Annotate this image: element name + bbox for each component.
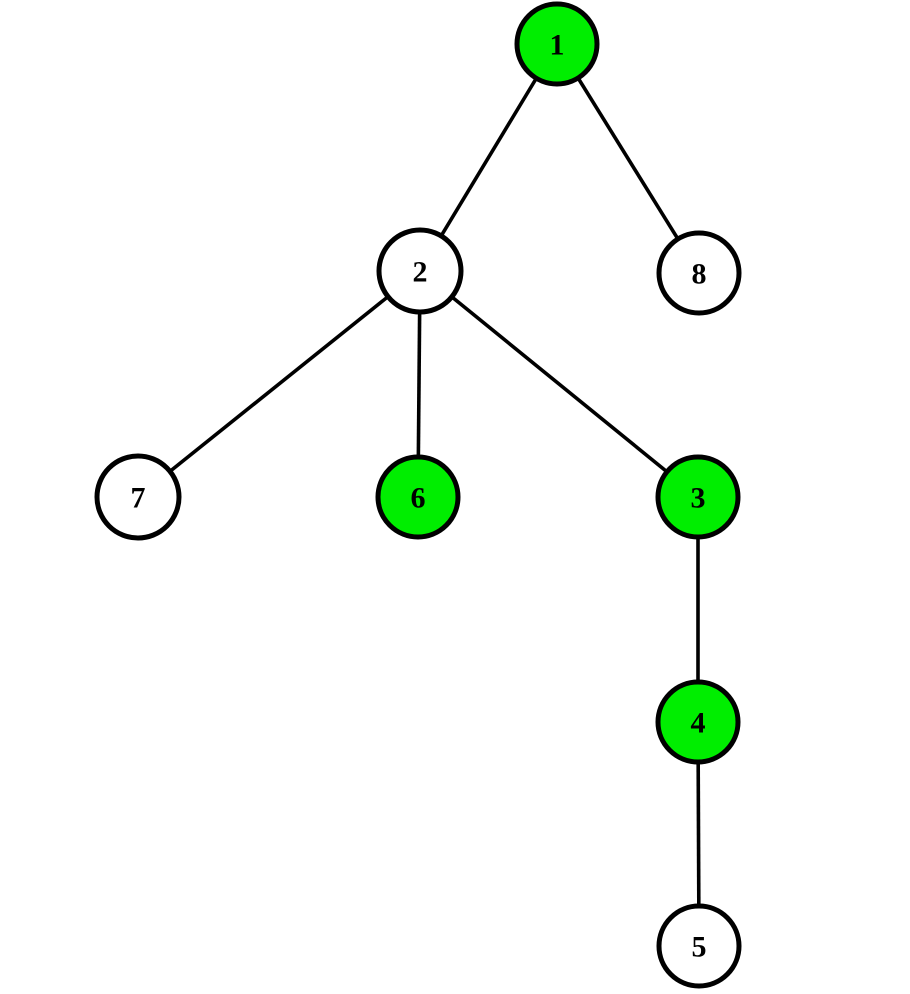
graph-node-label-5: 5 (692, 931, 707, 964)
graph-node-2[interactable]: 2 (376, 227, 464, 315)
graph-node-label-1: 1 (550, 29, 565, 62)
graph-node-label-3: 3 (691, 482, 706, 515)
graph-node-1[interactable]: 1 (514, 1, 600, 87)
graph-node-label-7: 7 (131, 482, 146, 515)
graph-node-3[interactable]: 3 (655, 454, 741, 540)
graph-node-6[interactable]: 6 (375, 454, 461, 540)
graph-node-label-6: 6 (411, 482, 426, 515)
graph-node-circle-6[interactable] (375, 454, 461, 540)
graph-node-circle-4[interactable] (655, 679, 741, 765)
node-layer: 1 2 8 7 6 3 4 5 (94, 1, 742, 989)
graph-node-8[interactable]: 8 (656, 230, 742, 316)
graph-node-label-2: 2 (413, 256, 428, 289)
graph-edge-2-7 (136, 269, 422, 499)
graph-node-circle-3[interactable] (655, 454, 741, 540)
graph-node-circle-7[interactable] (94, 453, 182, 541)
graph-node-label-4: 4 (691, 707, 706, 740)
graph-node-circle-1[interactable] (514, 1, 600, 87)
graph-node-circle-5[interactable] (656, 903, 742, 989)
graph-node-circle-2[interactable] (376, 227, 464, 315)
graph-edge-1-8 (555, 43, 701, 274)
graph-edge-1-2 (418, 43, 559, 272)
graph-node-circle-8[interactable] (656, 230, 742, 316)
graph-node-5[interactable]: 5 (656, 903, 742, 989)
graph-edge-2-3 (418, 269, 700, 499)
graph-node-label-8: 8 (692, 258, 707, 291)
graph-node-4[interactable]: 4 (655, 679, 741, 765)
graph-node-7[interactable]: 7 (94, 453, 182, 541)
